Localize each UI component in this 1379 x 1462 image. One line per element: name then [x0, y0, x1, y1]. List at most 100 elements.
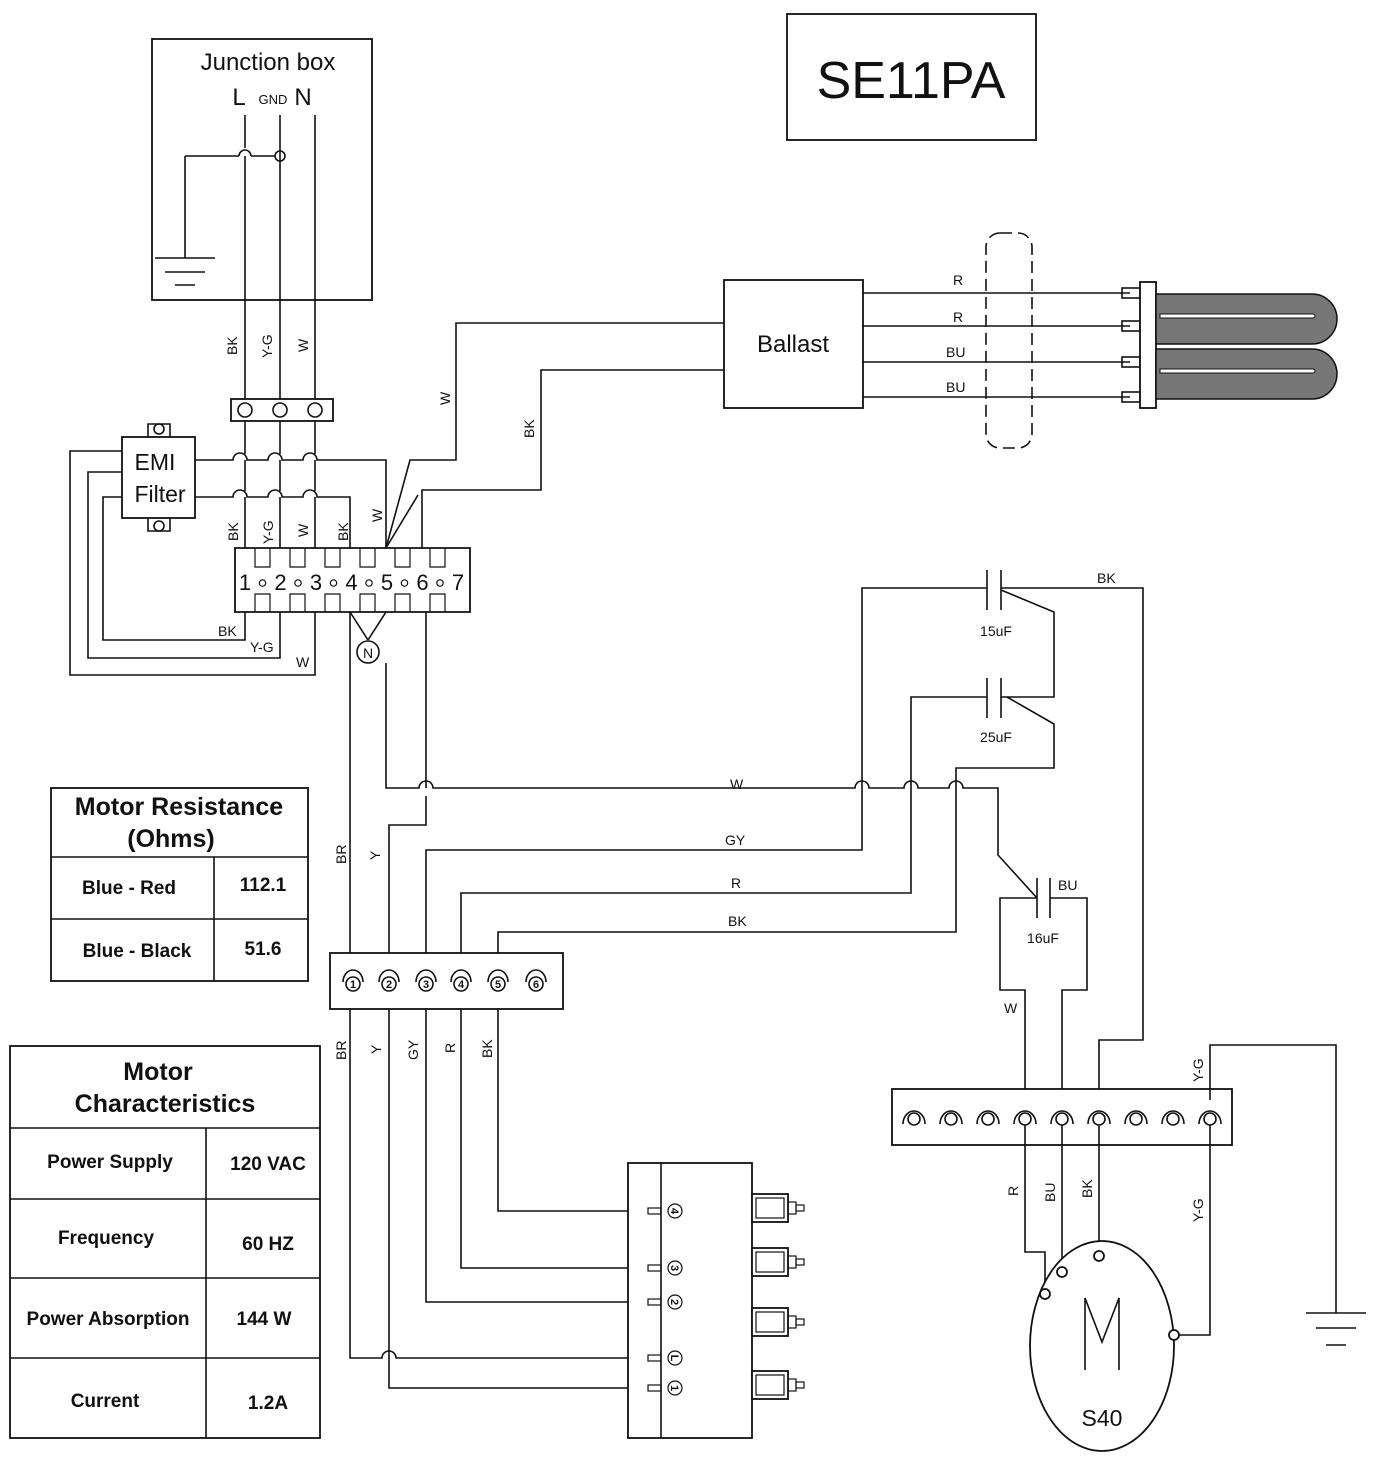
wire-label-bu-lamp-1: BU: [946, 344, 965, 360]
motor-characteristics-row-4-value: 1.2A: [248, 1393, 288, 1414]
neutral-symbol: N: [356, 640, 380, 664]
wire-label-yg-2: Y-G: [260, 520, 276, 544]
wire-label-bk-5: BK: [728, 913, 747, 929]
motor: S40: [1029, 1240, 1180, 1452]
connector-pin-3: 3: [415, 969, 437, 992]
connector-pin-1: 1: [342, 969, 364, 992]
terminal-separator: [400, 579, 409, 587]
junction-n-label: N: [294, 84, 311, 111]
svg-text:5: 5: [495, 979, 501, 991]
motor-terminal-pin: [1161, 1110, 1185, 1126]
motor-resistance-title-1: Motor Resistance: [75, 793, 283, 821]
terminal-separator: [365, 579, 373, 587]
wire-label-bk-ballast: BK: [521, 419, 537, 438]
capacitor-15uf: 15uF: [980, 570, 1144, 1100]
terminal-number-1: 1: [239, 570, 251, 595]
wire-label-bu-lamp-2: BU: [946, 379, 965, 395]
motor-characteristics-row-1-label: Power Supply: [47, 1152, 173, 1173]
switch-pin-4: 4: [647, 1203, 683, 1219]
switch-pin-1: 1: [647, 1380, 683, 1396]
switch-pin-2: 2: [647, 1294, 683, 1310]
terminal-number-5: 5: [381, 570, 393, 595]
switch-button-3: [751, 1307, 805, 1337]
motor-resistance-row-1-label: Blue - Red: [82, 878, 176, 899]
wire-label-r-2: R: [442, 1043, 458, 1053]
wire-label-br-2: BR: [333, 1041, 349, 1060]
motor-characteristics-title-1: Motor: [123, 1058, 193, 1086]
model-title: SE11PA: [817, 52, 1006, 110]
motor-characteristics-row-2-value: 60 HZ: [242, 1234, 294, 1255]
emi-filter-label-1: EMI: [135, 449, 176, 475]
motor-resistance-title-2: (Ohms): [127, 825, 215, 853]
motor-resistance-row-2-label: Blue - Black: [83, 941, 192, 962]
capacitor-15uf-label: 15uF: [980, 623, 1012, 639]
uv-lamp-icon: [1121, 281, 1338, 409]
motor-resistance-table: Motor Resistance (Ohms) Blue - Red 112.1…: [50, 787, 309, 982]
wire-label-w-4: W: [296, 654, 310, 670]
capacitor-25uf: 25uF: [980, 678, 1012, 745]
terminal-number-6: 6: [416, 570, 428, 595]
wire-label-bu-cap: BU: [1058, 877, 1077, 893]
wire-label-bk-6: BK: [1097, 570, 1116, 586]
motor-characteristics-row-2-label: Frequency: [58, 1228, 155, 1249]
motor-resistance-row-2-value: 51.6: [245, 939, 282, 960]
motor-characteristics-row-1-value: 120 VAC: [230, 1154, 306, 1175]
junction-box-title: Junction box: [201, 49, 336, 76]
capacitor-25uf-label: 25uF: [980, 729, 1012, 745]
motor-terminal-pin: [902, 1110, 926, 1126]
terminal-separator: [258, 579, 267, 587]
terminal-separator: [294, 579, 302, 587]
ballast-label: Ballast: [757, 331, 829, 358]
connector-pin-5: 5: [487, 969, 509, 992]
motor-name: S40: [1082, 1405, 1123, 1431]
wire-label-r-lamp-1: R: [953, 272, 963, 288]
ballast: Ballast: [723, 279, 864, 409]
svg-text:2: 2: [668, 1299, 680, 1305]
switch-button-4: [751, 1370, 805, 1400]
wire-label-w: W: [295, 338, 311, 352]
wire-label-w-ballast: W: [437, 391, 453, 405]
switch-pin-L: L: [647, 1350, 683, 1366]
emi-filter: EMI Filter: [121, 423, 196, 532]
switch-button-1: [751, 1193, 805, 1223]
terminal-separator: [329, 579, 338, 587]
model-title-box: SE11PA: [786, 13, 1037, 141]
wire-label-bk-3: BK: [335, 522, 351, 541]
wire-label-w-3: W: [369, 508, 385, 522]
motor-characteristics-title-2: Characteristics: [75, 1090, 256, 1118]
wire-label-bk-motor: BK: [1079, 1179, 1095, 1198]
wire-label-y-2: Y: [368, 1044, 384, 1054]
junction-l-label: L: [232, 84, 245, 111]
wire-label-bk-7: BK: [479, 1039, 495, 1058]
svg-text:4: 4: [458, 979, 465, 991]
wire-label-bk-2: BK: [225, 522, 241, 541]
capacitor-16uf: 16uF: [999, 878, 1088, 1100]
wire-label-r-1: R: [731, 875, 741, 891]
wire-label-yg-3: Y-G: [250, 639, 274, 655]
motor-terminal-pin: [1124, 1110, 1148, 1126]
speed-switch: 4 3 2L 1: [627, 1162, 805, 1439]
wire-label-r-lamp-2: R: [953, 309, 963, 325]
emi-filter-label-2: Filter: [134, 481, 185, 507]
connector-pin-2: 2: [378, 969, 400, 992]
svg-text:L: L: [668, 1355, 680, 1362]
switch-pin-3: 3: [647, 1260, 683, 1276]
wire-label-r-motor: R: [1005, 1186, 1021, 1196]
wire-label-yg: Y-G: [259, 334, 275, 358]
svg-text:6: 6: [533, 979, 539, 991]
capacitor-16uf-label: 16uF: [1027, 930, 1059, 946]
motor-characteristics-row-4-label: Current: [71, 1391, 140, 1412]
terminal-number-3: 3: [310, 570, 322, 595]
terminal-separator: [436, 579, 444, 587]
terminal-number-7: 7: [452, 570, 464, 595]
wire-label-yg-motor-2: Y-G: [1190, 1198, 1206, 1222]
connector-pin-6: 6: [525, 969, 547, 992]
input-terminal-block: [230, 398, 334, 422]
wire-label-w-main: W: [730, 776, 744, 792]
wire-label-bu-motor: BU: [1042, 1183, 1058, 1202]
wire-label-w-2: W: [295, 523, 311, 537]
motor-terminal-pin: [976, 1110, 1000, 1126]
wire-sleeve: [985, 232, 1033, 449]
